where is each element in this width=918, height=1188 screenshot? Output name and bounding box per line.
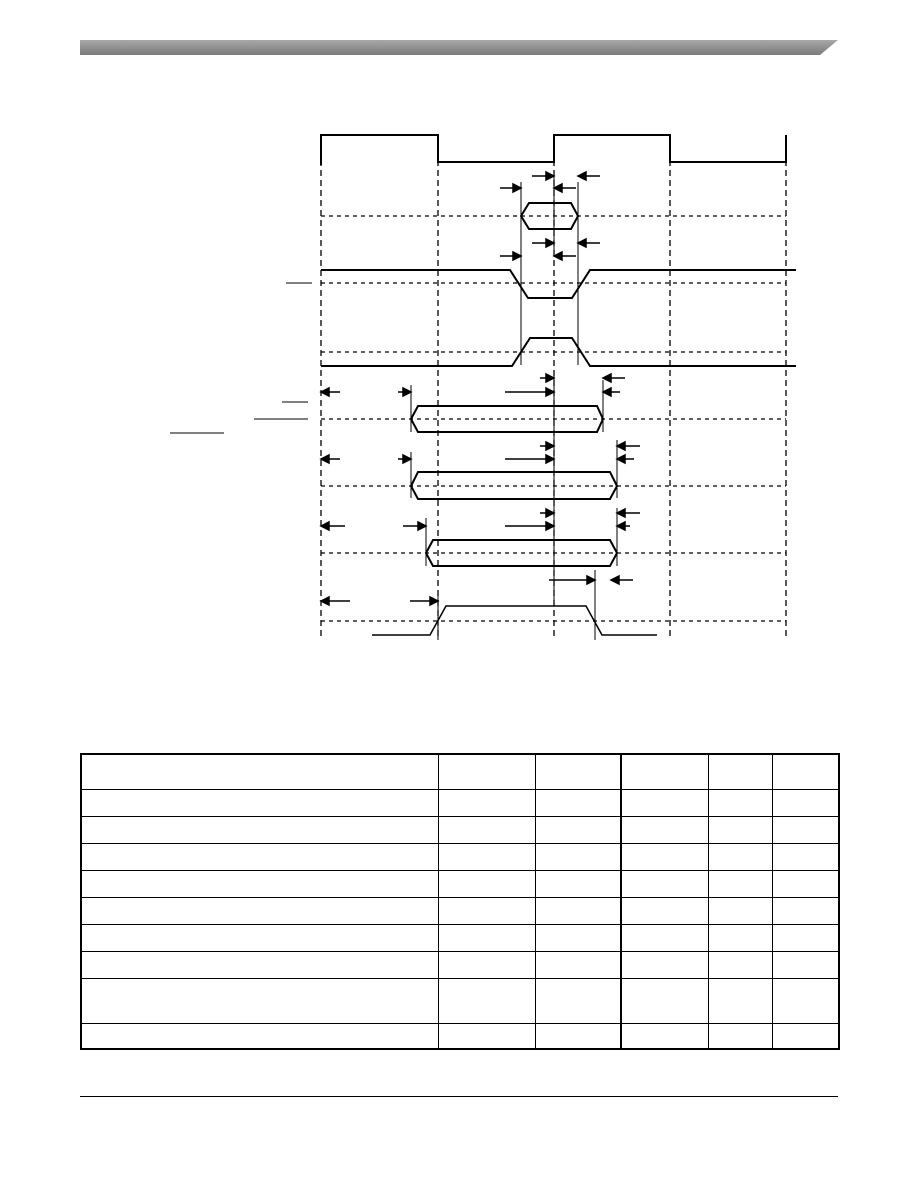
table-row [80,842,840,871]
table-cell [534,842,622,871]
table-cell [707,896,773,925]
table-row [80,923,840,952]
table-cell [534,977,622,1024]
table-cell [437,842,536,871]
table-cell [80,815,439,844]
table-cell [771,753,840,790]
table-cell [437,788,536,817]
table-cell [771,815,840,844]
table-cell [534,753,622,790]
table-cell [771,950,840,979]
table-cell [80,977,439,1024]
bus-valid-window-2 [409,471,619,500]
table-cell [771,923,840,952]
table-cell [80,869,439,898]
bus-valid-window-1 [409,405,605,433]
table-cell [771,842,840,871]
table-cell [437,977,536,1024]
table-cell [771,896,840,925]
table-cell [707,753,773,790]
table-cell [534,869,622,898]
bus-valid-window-3 [424,539,619,567]
table-cell [707,977,773,1024]
header-bar [80,40,838,55]
table-cell [707,869,773,898]
table-cell [80,842,439,871]
table-cell [534,923,622,952]
table-cell [620,842,709,871]
table-cell [80,896,439,925]
table-cell [437,753,536,790]
table-cell [620,896,709,925]
timing-spec-table [80,753,840,1050]
table-header-row [80,753,840,790]
strobe-low-waveform [321,269,796,299]
header-bar-shape [80,40,838,55]
table-cell [80,1022,439,1050]
table-row [80,950,840,979]
table-cell [80,950,439,979]
table-cell [437,1022,536,1050]
strobe-high-waveform [321,337,796,367]
table-cell [620,1022,709,1050]
enable-waveform [372,605,657,636]
table-cell [437,950,536,979]
table-cell [437,815,536,844]
table-cell [771,869,840,898]
table-cell [707,842,773,871]
table-row [80,815,840,844]
table-cell [534,788,622,817]
table-cell [707,815,773,844]
table-cell [80,788,439,817]
table-cell [437,923,536,952]
table-cell [707,788,773,817]
table-cell [620,869,709,898]
table-cell [620,815,709,844]
table-row [80,869,840,898]
table-cell [534,950,622,979]
table-cell [534,815,622,844]
table-cell [620,788,709,817]
table-cell [707,923,773,952]
timing-arrows [319,170,640,607]
table-cell [80,753,439,790]
table-cell [437,896,536,925]
table-cell [620,977,709,1024]
clock-waveform [320,134,787,165]
table-cell [771,977,840,1024]
table-cell [534,1022,622,1050]
table-cell [771,788,840,817]
table-row [80,1022,840,1050]
table-cell [80,923,439,952]
table-cell [771,1022,840,1050]
table-row [80,896,840,925]
table-cell [534,896,622,925]
table-row [80,977,840,1024]
table-cell [707,1022,773,1050]
table-cell [620,753,709,790]
data-valid-window-1 [519,202,580,230]
table-cell [707,950,773,979]
table-cell [620,923,709,952]
footer-rule [80,1096,838,1097]
table-cell [437,869,536,898]
timing-diagram [170,134,796,640]
table-cell [620,950,709,979]
table-row [80,788,840,817]
